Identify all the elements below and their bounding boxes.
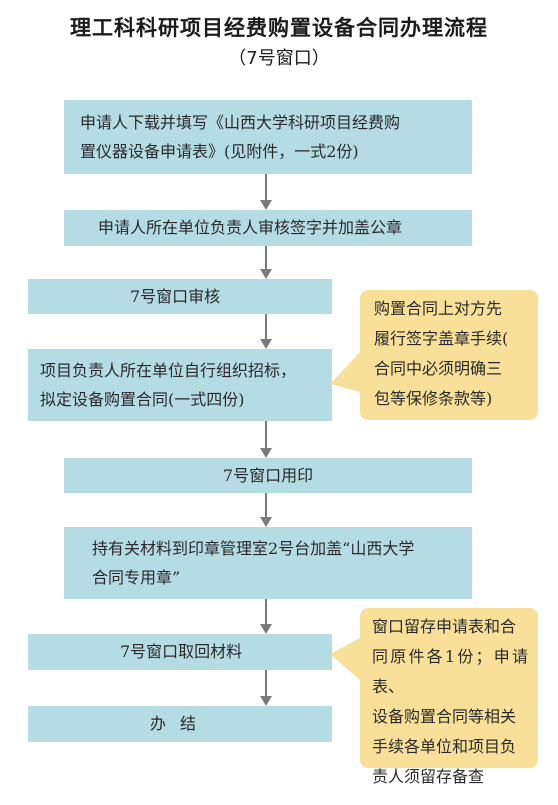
step-line: 拟定设备购置合同(一式四份)	[40, 390, 245, 409]
note-contract-signing: 购置合同上对方先 履行签字盖章手续( 合同中必须明确三 包等保修条款等)	[360, 290, 538, 420]
step-window-review: 7号窗口审核	[28, 279, 332, 314]
step-unit-approval: 申请人所在单位负责人审核签字并加盖公章	[64, 210, 472, 246]
step-window-seal: 7号窗口用印	[64, 458, 472, 493]
step-line: 申请人下载并填写《山西大学科研项目经费购	[80, 113, 401, 132]
step-line: 项目负责人所在单位自行组织招标，	[40, 361, 297, 380]
note-line: 包等保修条款等)	[374, 389, 493, 408]
note-line: 窗口留存申请表和合	[372, 617, 517, 636]
callout-pointer-1	[330, 352, 360, 392]
step-line: 合同专用章”	[92, 568, 181, 587]
note-line: 购置合同上对方先	[374, 299, 503, 318]
step-line: 持有关材料到印章管理室2号台加盖“山西大学	[92, 539, 415, 558]
note-line: 合同中必须明确三	[374, 359, 503, 378]
step-complete: 办结	[28, 706, 332, 742]
step-collect-materials: 7号窗口取回材料	[28, 634, 332, 670]
callout-pointer-2	[330, 638, 360, 680]
note-line: 同原件各1份；申请表、	[372, 647, 528, 696]
step-seal-office: 持有关材料到印章管理室2号台加盖“山西大学 合同专用章”	[64, 527, 472, 599]
note-line: 手续各单位和项目负	[372, 737, 517, 756]
note-line: 责人须留存备查	[372, 767, 485, 786]
note-line: 设备购置合同等相关	[372, 707, 517, 726]
step-bidding-contract: 项目负责人所在单位自行组织招标， 拟定设备购置合同(一式四份)	[28, 349, 332, 421]
page-title: 理工科科研项目经费购置设备合同办理流程	[70, 16, 488, 40]
step-download-application: 申请人下载并填写《山西大学科研项目经费购 置仪器设备申请表》(见附件，一式2份)	[64, 100, 472, 174]
note-archive-copies: 窗口留存申请表和合 同原件各1份；申请表、 设备购置合同等相关 手续各单位和项目…	[360, 608, 538, 786]
page-subtitle: （7号窗口）	[228, 48, 330, 69]
note-line: 履行签字盖章手续(	[374, 329, 509, 348]
step-line: 置仪器设备申请表》(见附件，一式2份)	[80, 142, 359, 161]
